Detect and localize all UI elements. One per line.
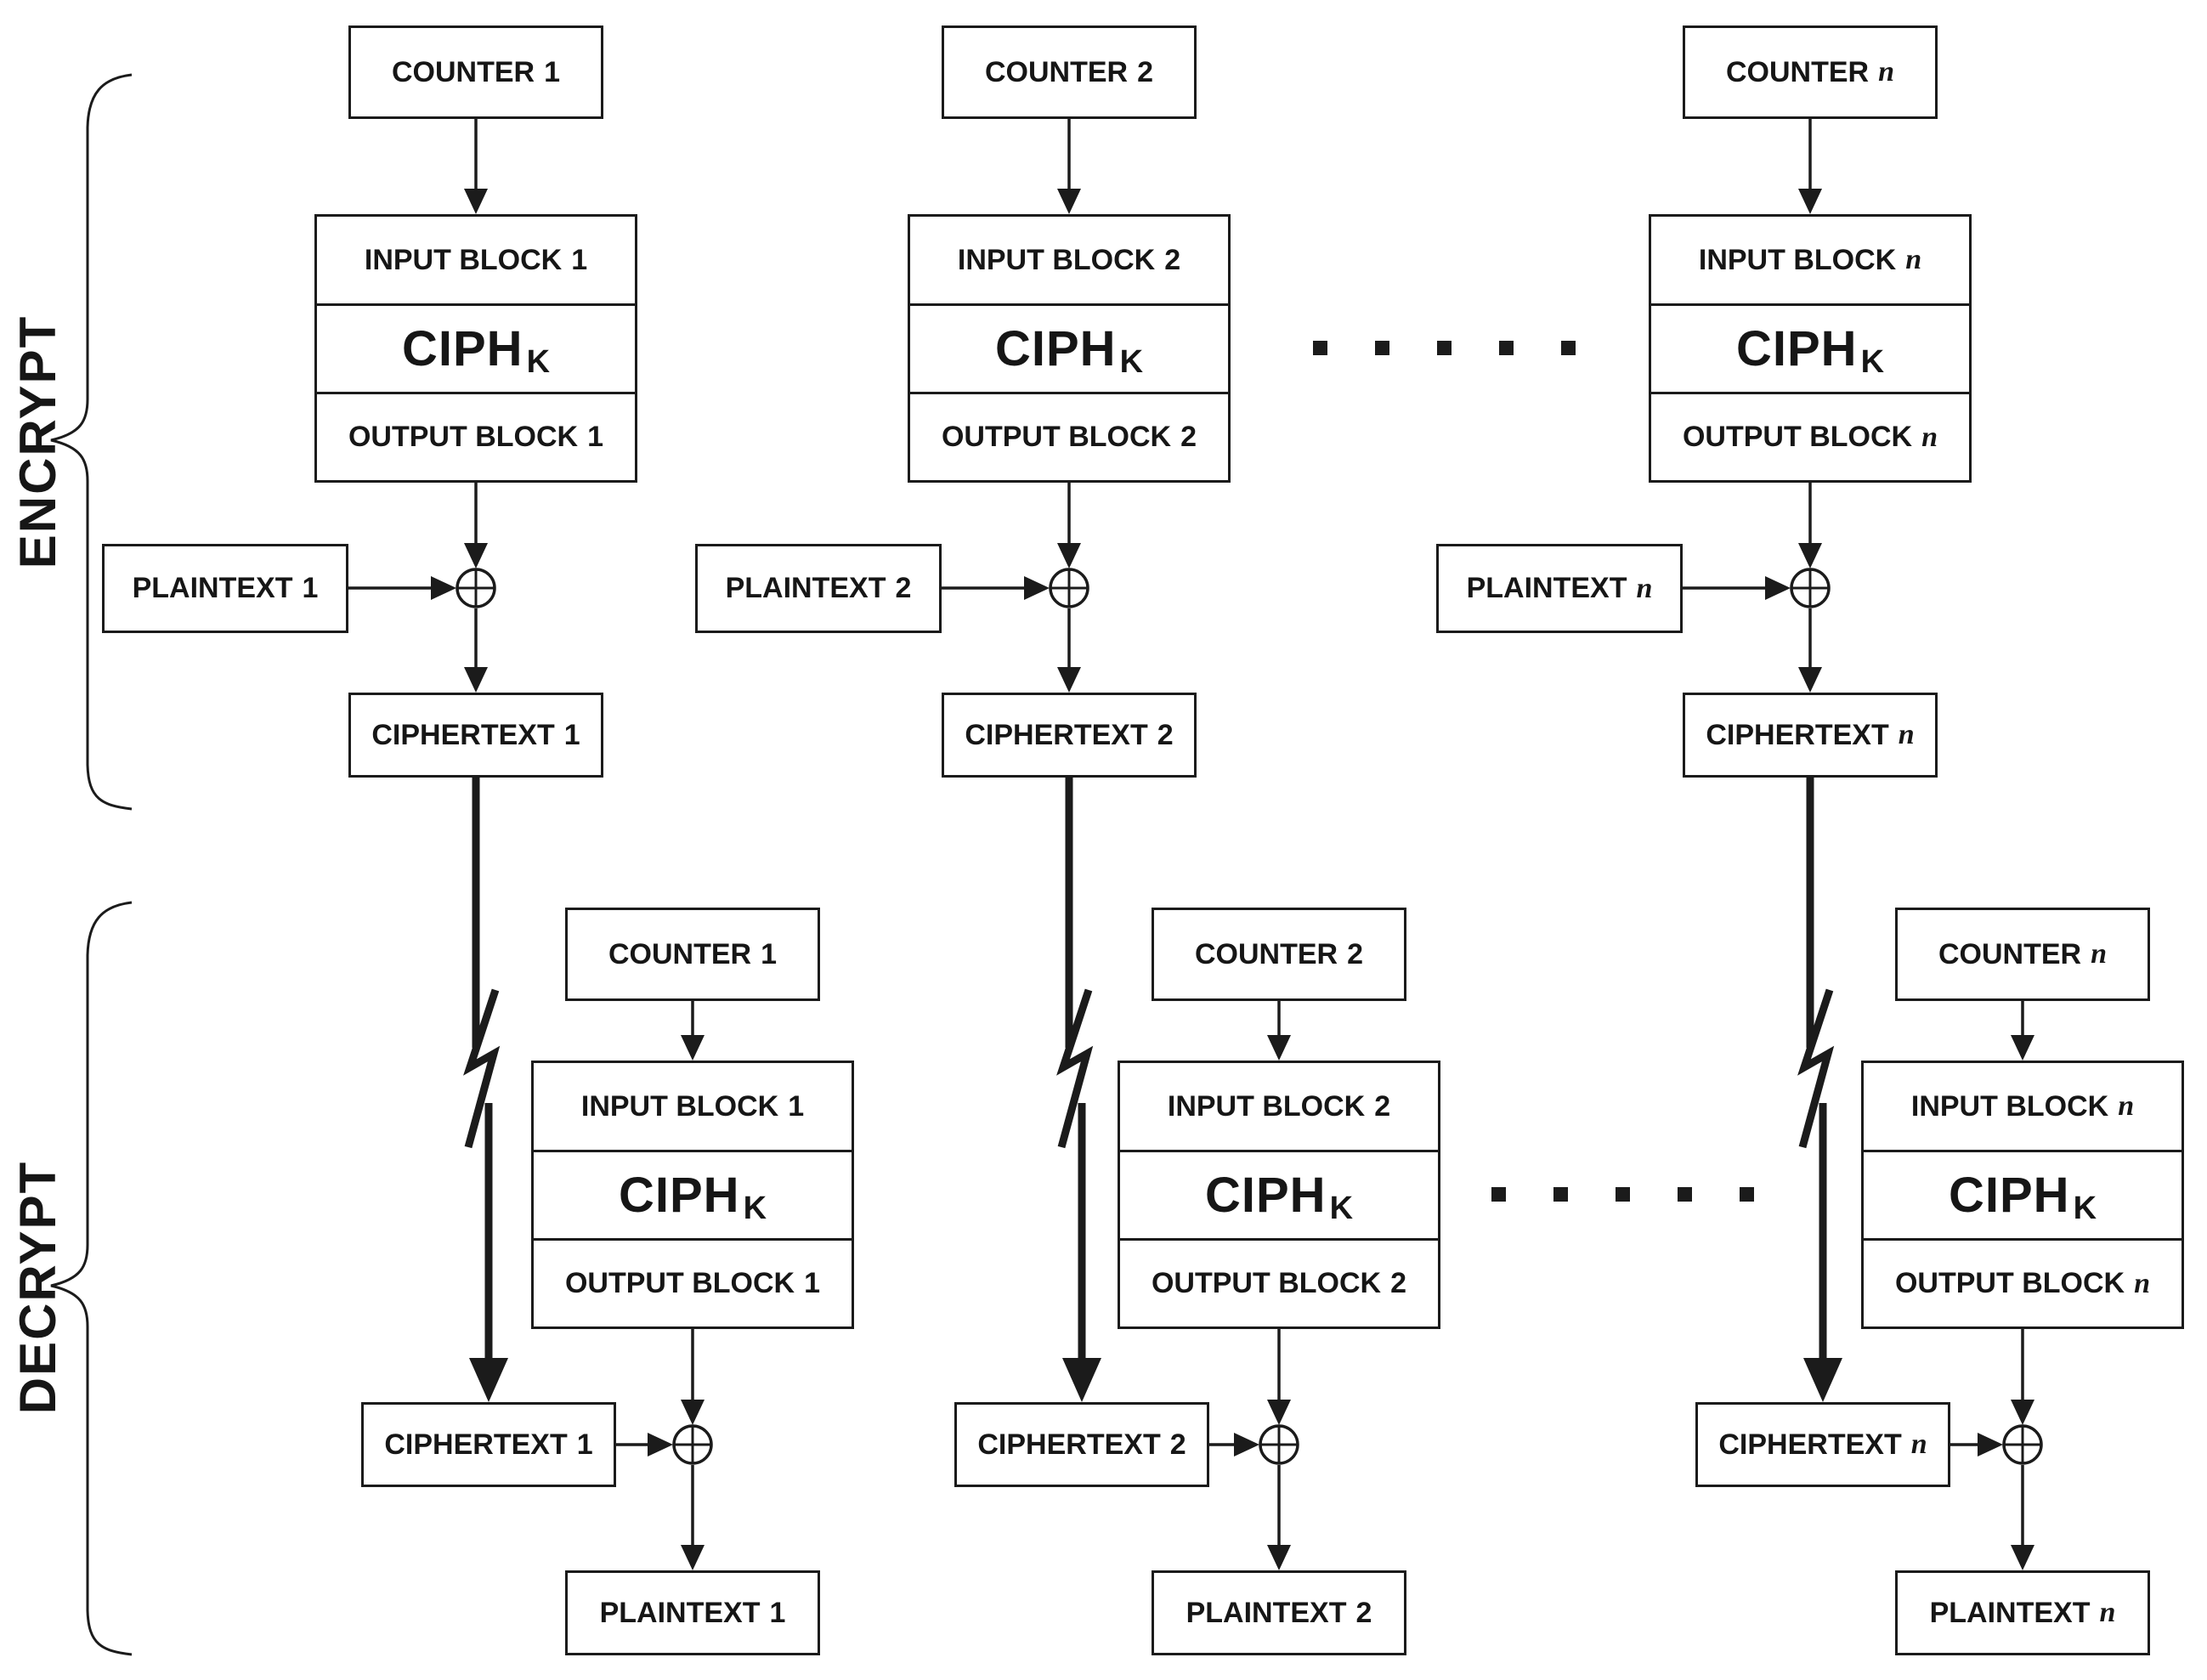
- output-to-xor-arrow: [681, 1329, 705, 1425]
- xor-icon: [1259, 1424, 1299, 1465]
- encrypt-brace: [50, 73, 133, 811]
- ciph-label: CIPH: [994, 321, 1117, 376]
- output-to-xor-arrow: [1057, 483, 1081, 568]
- output-to-xor-arrow: [1267, 1329, 1291, 1425]
- ciph-label: CIPH: [618, 1168, 740, 1223]
- ciph-key-subscript: K: [1329, 1191, 1354, 1226]
- ciph-key-subscript: K: [526, 344, 551, 380]
- output-to-xor-arrow: [464, 483, 488, 568]
- counter-to-input-arrow: [464, 119, 488, 214]
- xor-icon: [1790, 568, 1831, 608]
- counter-to-input-arrow: [2011, 1001, 2034, 1061]
- plaintext-to-xor-arrow: [1683, 576, 1791, 600]
- ellipsis-dots-encrypt: [1313, 341, 1576, 355]
- counter-to-input-arrow: [681, 1001, 705, 1061]
- xor-to-ciphertext-arrow: [464, 608, 488, 693]
- plaintext-to-xor-arrow: [942, 576, 1050, 600]
- xor-to-ciphertext-arrow: [1057, 608, 1081, 693]
- xor-icon: [456, 568, 496, 608]
- counter-to-input-arrow: [1798, 119, 1822, 214]
- output-to-xor-arrow: [1798, 483, 1822, 568]
- ciph-label: CIPH: [1948, 1168, 2070, 1223]
- ciph-key-subscript: K: [1119, 344, 1144, 380]
- xor-to-plaintext-arrow: [1267, 1465, 1291, 1570]
- encrypt-counter-1-box: COUNTER 1: [348, 25, 603, 119]
- ciph-label: CIPH: [401, 321, 523, 376]
- counter-to-input-arrow: [1267, 1001, 1291, 1061]
- xor-icon: [672, 1424, 713, 1465]
- ciphertext-channel-arrow: [1056, 776, 1101, 1402]
- xor-to-plaintext-arrow: [681, 1465, 705, 1570]
- xor-to-ciphertext-arrow: [1798, 608, 1822, 693]
- plaintext-to-xor-arrow: [348, 576, 456, 600]
- ciphertext-channel-arrow: [1797, 776, 1842, 1402]
- ciph-key-subscript: K: [1860, 344, 1885, 380]
- ciph-label: CIPH: [1204, 1168, 1327, 1223]
- decrypt-brace: [50, 901, 133, 1656]
- output-to-xor-arrow: [2011, 1329, 2034, 1425]
- xor-icon: [2002, 1424, 2043, 1465]
- lightning-break-icon: [1797, 988, 1835, 1149]
- ciphertext-to-xor-arrow: [1209, 1433, 1259, 1457]
- ciphertext-channel-arrow: [463, 776, 508, 1402]
- lightning-break-icon: [1056, 988, 1094, 1149]
- ciph-key-subscript: K: [743, 1191, 767, 1226]
- ciphertext-to-xor-arrow: [616, 1433, 673, 1457]
- decrypt-section-label: DECRYPT: [9, 1160, 66, 1415]
- counter-label: COUNTER: [391, 55, 535, 88]
- lightning-break-icon: [463, 988, 501, 1149]
- encrypt-section-label: ENCRYPT: [9, 314, 66, 569]
- xor-to-plaintext-arrow: [2011, 1465, 2034, 1570]
- ciphertext-to-xor-arrow: [1950, 1433, 2003, 1457]
- ellipsis-dots-decrypt: [1491, 1187, 1754, 1202]
- counter-to-input-arrow: [1057, 119, 1081, 214]
- ciph-key-subscript: K: [2073, 1191, 2097, 1226]
- xor-icon: [1049, 568, 1089, 608]
- block-number: 1: [544, 55, 561, 88]
- ciph-label: CIPH: [1735, 321, 1858, 376]
